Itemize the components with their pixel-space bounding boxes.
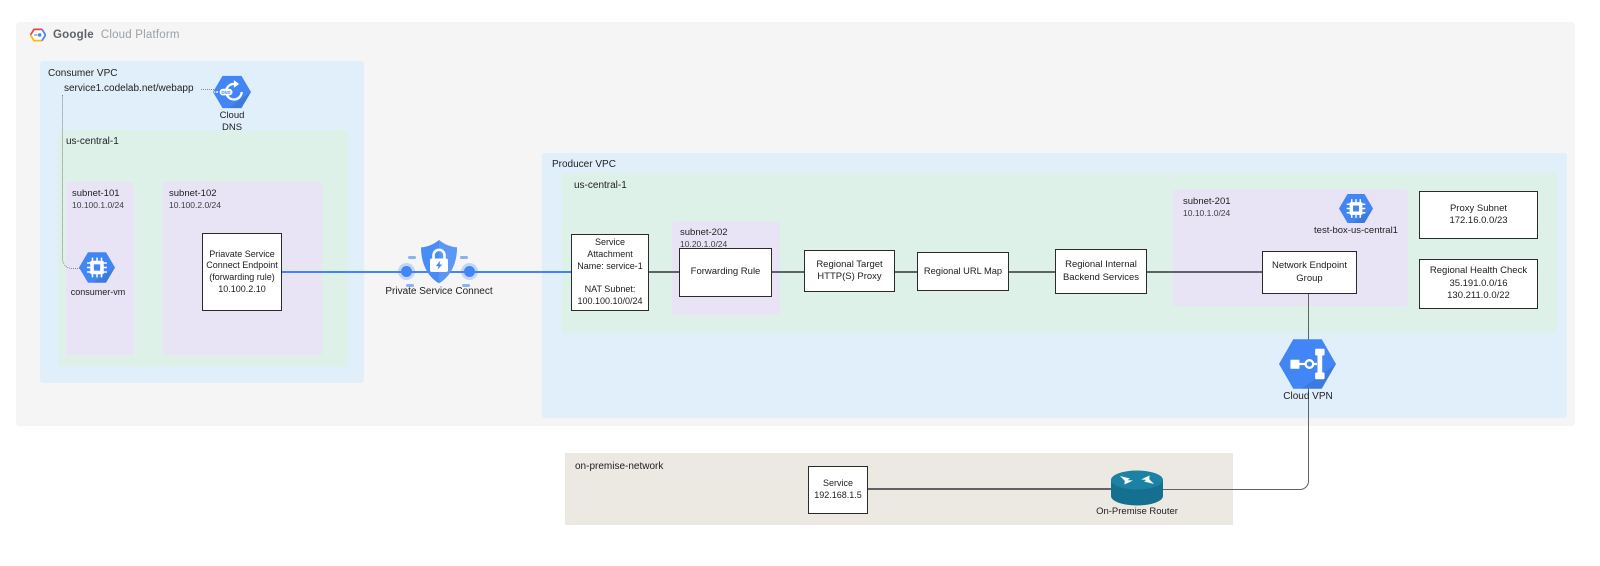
gcp-logo-brand: Google [53, 29, 94, 41]
subnet-201-cidr: 10.10.1.0/24 [1183, 208, 1231, 218]
producer-region-label: us-central-1 [574, 180, 627, 191]
psc-endpoint-node: Priavate Service Connect Endpoint (forwa… [202, 233, 282, 311]
consumer-region-label: us-central-1 [66, 136, 119, 147]
subnet-102-cidr: 10.100.2.0/24 [169, 200, 221, 210]
psc-dash-top-right [460, 256, 468, 259]
subnet-101-cidr: 10.100.1.0/24 [72, 200, 124, 210]
dns-record-text: service1.codelab.net/webapp [64, 83, 194, 94]
psc-dash-bottom-right [462, 284, 470, 287]
cloud-dns-icon: DNS [213, 75, 251, 109]
connector-neg-vpn-router [1150, 294, 1309, 490]
test-box-vm-icon [1339, 194, 1373, 223]
on-premise-router-label: On-Premise Router [1096, 506, 1178, 517]
proxy-subnet-node: Proxy Subnet 172.16.0.0/23 [1419, 191, 1538, 239]
forwarding-rule-node: Forwarding Rule [679, 248, 772, 297]
subnet-201-name: subnet-201 [1183, 196, 1231, 207]
regional-url-map-node: Regional URL Map [917, 252, 1009, 291]
connector-urlmap-backend [1009, 271, 1055, 273]
gcp-logo-product: Cloud Platform [100, 29, 180, 41]
subnet-101-name: subnet-101 [72, 188, 120, 199]
cloud-vpn-label: Cloud VPN [1283, 391, 1333, 402]
psc-left-dot [401, 266, 412, 277]
consumer-vm-label: consumer-vm [70, 287, 126, 297]
consumer-vm-icon [79, 252, 115, 283]
subnet-102-name: subnet-102 [169, 188, 217, 199]
regional-target-proxy-node: Regional Target HTTP(S) Proxy [804, 250, 895, 292]
psc-label: Private Service Connect [385, 286, 493, 297]
cloud-dns-badge-text: DNS [221, 90, 230, 95]
connector-fr-proxy [772, 271, 804, 273]
psc-dash-bottom-left [406, 284, 414, 287]
connector-sa-fr [649, 271, 679, 273]
gcp-logo-icon [30, 28, 46, 42]
regional-backend-services-node: Regional Internal Backend Services [1055, 249, 1147, 294]
psc-connection-line [282, 271, 572, 273]
subnet-202-cidr: 10.20.1.0/24 [680, 239, 728, 249]
producer-vpc-label: Producer VPC [552, 159, 616, 170]
consumer-vpc-label: Consumer VPC [48, 68, 118, 79]
connector-proxy-urlmap [895, 271, 917, 273]
psc-dash-top-left [408, 256, 416, 259]
cloud-vpn-icon [1279, 339, 1336, 389]
network-endpoint-group-node: Network Endpoint Group [1262, 251, 1357, 294]
regional-health-check-node: Regional Health Check 35.191.0.0/16 130.… [1419, 259, 1538, 309]
psc-right-dot [464, 266, 475, 277]
dns-dotted-connector [201, 89, 214, 90]
service-attachment-node: Service Attachment Name: service-1 NAT S… [571, 234, 649, 311]
on-premise-service-node: Service 192.168.1.5 [808, 466, 868, 514]
private-service-connect-icon [421, 240, 457, 284]
vm-dns-dotted-connector [62, 95, 81, 269]
on-premise-router-icon [1111, 470, 1163, 506]
on-premise-network-label: on-premise-network [575, 461, 664, 472]
test-box-vm-label: test-box-us-central1 [1314, 225, 1398, 236]
cloud-dns-label: Cloud DNS [219, 110, 245, 133]
connector-service-router [868, 488, 1150, 490]
gcp-logo: Google Cloud Platform [30, 28, 180, 42]
connector-backend-neg [1147, 271, 1262, 273]
subnet-202-name: subnet-202 [680, 227, 728, 238]
